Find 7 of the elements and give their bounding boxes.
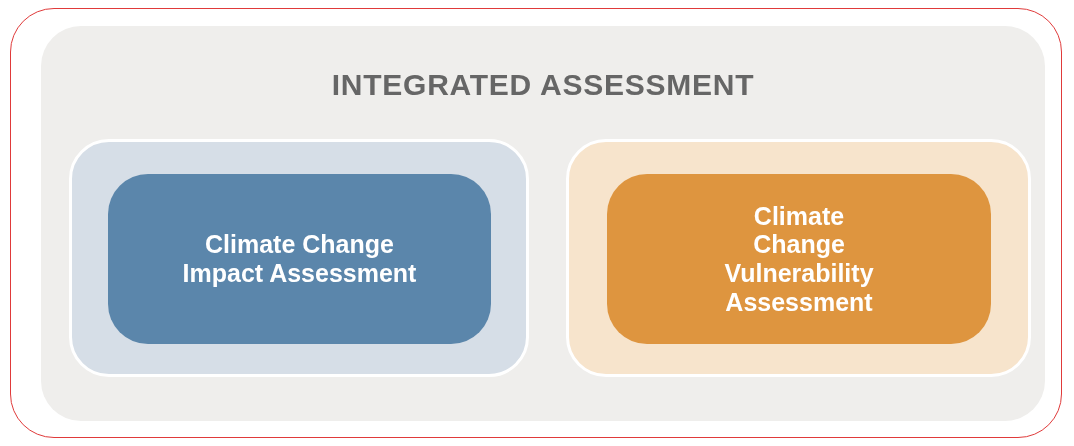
group-box: [69, 139, 529, 377]
box-label: Climate Change Impact Assessment: [181, 230, 418, 288]
panel-title: INTEGRATED ASSESSMENT: [331, 67, 755, 103]
group-box: [566, 139, 1031, 377]
process-box: [607, 174, 991, 344]
process-box: [108, 174, 491, 344]
box-label: Climate Change Vulnerability Assessment: [723, 201, 875, 317]
